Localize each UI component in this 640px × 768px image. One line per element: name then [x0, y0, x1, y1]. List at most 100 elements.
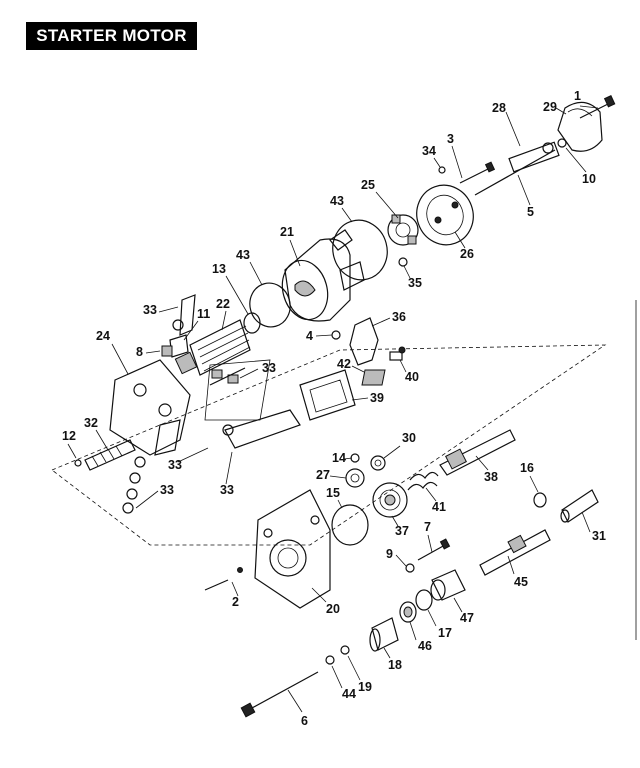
part-label-p26: 26 [454, 231, 474, 261]
leader-line [351, 397, 369, 401]
leader-line [427, 609, 437, 627]
part-44-washer [325, 655, 335, 665]
part-number: 42 [337, 357, 351, 371]
part-46-bearing [399, 601, 417, 623]
leader-line [177, 447, 209, 463]
part-label-p5: 5 [517, 174, 534, 219]
part-number: 21 [280, 225, 294, 239]
part-label-p10: 10 [565, 147, 596, 186]
part-label-p22: 22 [216, 297, 230, 331]
part-number: 3 [447, 132, 454, 146]
leader-line [427, 534, 433, 553]
part-number: 38 [484, 470, 498, 484]
part-number: 25 [361, 178, 375, 192]
part-number: 7 [424, 520, 431, 534]
part-number: 16 [520, 461, 534, 475]
part-label-p30: 30 [383, 431, 416, 459]
part-label-p16: 16 [520, 461, 539, 493]
part-7-bolt [417, 538, 451, 561]
part-9-washer [405, 563, 415, 573]
part-label-p1: 1 [574, 89, 599, 109]
part-number: 40 [405, 370, 419, 384]
part-number: 43 [236, 248, 250, 262]
part-42-spring [361, 369, 386, 386]
part-number: 19 [358, 680, 372, 694]
leader-line [221, 310, 227, 331]
leader-line [111, 343, 129, 375]
part-26-brush-plate [416, 184, 474, 246]
leader-line [403, 265, 411, 279]
part-number: 47 [460, 611, 474, 625]
part-20-drive-housing [254, 489, 331, 609]
part-number: 45 [514, 575, 528, 589]
leader-line [95, 429, 109, 451]
part-number: 14 [332, 451, 346, 465]
leader-line [581, 511, 591, 533]
part-number: 33 [262, 361, 276, 375]
part-label-p15: 15 [326, 486, 343, 509]
leader-line [433, 157, 441, 168]
part-41-spring [407, 471, 439, 491]
leader-line [315, 334, 333, 337]
part-number: 41 [432, 500, 446, 514]
part-16-ring [533, 492, 547, 508]
part-number: 4 [306, 329, 313, 343]
part-15-o-ring [331, 504, 369, 546]
leader-line [383, 647, 391, 659]
part-24-housing [109, 359, 191, 456]
part-label-p4: 4 [306, 329, 333, 343]
part-13-bearing [243, 312, 261, 334]
part-number: 26 [460, 247, 474, 261]
part-number: 22 [216, 297, 230, 311]
leader-line [507, 555, 515, 575]
part-number: 8 [136, 345, 143, 359]
leader-line [505, 111, 521, 147]
part-label-p41: 41 [425, 487, 446, 514]
part-number: 33 [220, 483, 234, 497]
part-19-washer [340, 645, 350, 655]
part-17-ring [415, 589, 433, 611]
part-12-ball [74, 459, 82, 467]
leader-line [158, 306, 179, 313]
part-label-p33c: 33 [168, 447, 209, 472]
part-label-p9: 9 [386, 547, 407, 567]
part-number: 20 [326, 602, 340, 616]
part-number: 35 [408, 276, 422, 290]
part-number: 31 [592, 529, 606, 543]
part-43-o-ring-upper [332, 219, 388, 281]
part-number: 36 [392, 310, 406, 324]
leader-line [383, 445, 401, 459]
part-31-sleeve [560, 489, 599, 523]
leader-line [239, 368, 259, 379]
part-number: 9 [386, 547, 393, 561]
part-34-ball [438, 166, 446, 174]
part-number: 17 [438, 626, 452, 640]
part-label-p6: 6 [287, 689, 308, 728]
part-22-armature [174, 319, 251, 376]
part-28-brush-holder [508, 138, 567, 173]
part-number: 24 [96, 329, 110, 343]
leader-line [517, 174, 531, 206]
part-number: 34 [422, 144, 436, 158]
leader-line [529, 475, 539, 493]
part-label-p43b: 43 [236, 248, 263, 286]
part-number: 46 [418, 639, 432, 653]
part-number: 6 [301, 714, 308, 728]
part-number: 18 [388, 658, 402, 672]
leader-line [331, 665, 343, 689]
part-number: 37 [395, 524, 409, 538]
leader-line [395, 554, 407, 567]
part-number: 29 [543, 100, 557, 114]
part-number: 27 [316, 468, 330, 482]
part-number: 33 [168, 458, 182, 472]
part-label-p39: 39 [351, 391, 384, 405]
part-label-p37: 37 [391, 515, 409, 538]
leader-line [337, 499, 343, 509]
part-3-bolt [459, 161, 496, 184]
part-1-screw [579, 95, 616, 119]
part-label-p40: 40 [399, 359, 419, 384]
leader-line [311, 587, 327, 603]
part-label-p14: 14 [332, 451, 353, 465]
